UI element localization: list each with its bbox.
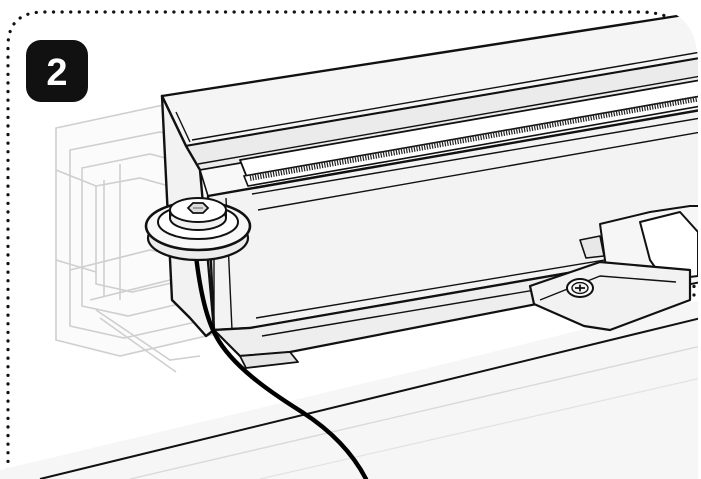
phillips-screw-icon <box>566 278 594 298</box>
ground-cable <box>193 253 369 479</box>
step-badge: 2 <box>26 40 88 102</box>
end-bracket <box>528 205 698 332</box>
hex-bolt-icon <box>186 202 210 214</box>
step-number: 2 <box>46 52 67 94</box>
grounding-lug <box>144 197 252 262</box>
base-beam <box>0 300 698 479</box>
brush-strip <box>242 95 698 187</box>
